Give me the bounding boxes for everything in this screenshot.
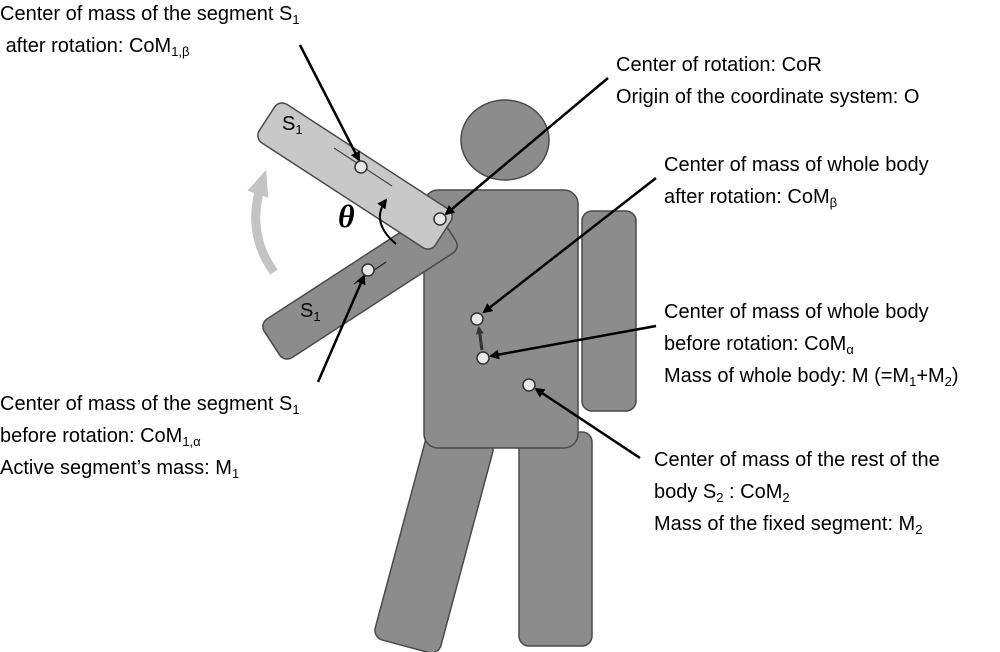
rotation-arrow	[247, 169, 278, 275]
com-shift-arrow	[475, 326, 484, 351]
pointer-com-body-after	[482, 177, 657, 314]
segment-s1-before-label: S1	[300, 300, 321, 324]
segment-s1-after	[257, 102, 453, 250]
point-com-s1-before	[361, 263, 375, 277]
torso	[423, 189, 579, 449]
point-com-body-after	[470, 312, 484, 326]
right-leg	[518, 431, 593, 647]
label-com-body-after: Center of mass of whole body after rotat…	[664, 154, 929, 210]
pointer-com-s1-before	[316, 274, 366, 383]
label-com-s1-before: Center of mass of the segment S1 before …	[0, 393, 300, 481]
label-com-rest: Center of mass of the rest of the body S…	[654, 449, 940, 537]
theta-symbol: θ	[338, 198, 355, 234]
right-arm	[581, 210, 637, 412]
left-leg	[374, 426, 494, 652]
pointer-com-rest	[534, 387, 641, 460]
head	[460, 99, 550, 181]
theta-arc	[377, 198, 397, 245]
pointer-cor	[444, 77, 609, 216]
label-com-s1-after: Center of mass of the segment S1 after r…	[0, 3, 300, 59]
point-com-rest	[522, 378, 536, 392]
point-com-body-before	[476, 351, 490, 365]
pointer-com-s1-after	[298, 44, 361, 162]
segment-s1-after-label: S1	[282, 113, 303, 137]
point-cor	[433, 212, 447, 226]
point-com-s1-after	[354, 160, 368, 174]
pointer-com-body-before	[489, 324, 657, 360]
label-cor: Center of rotation: CoR Origin of the co…	[616, 54, 920, 108]
label-com-body-before: Center of mass of whole body before rota…	[664, 301, 959, 389]
